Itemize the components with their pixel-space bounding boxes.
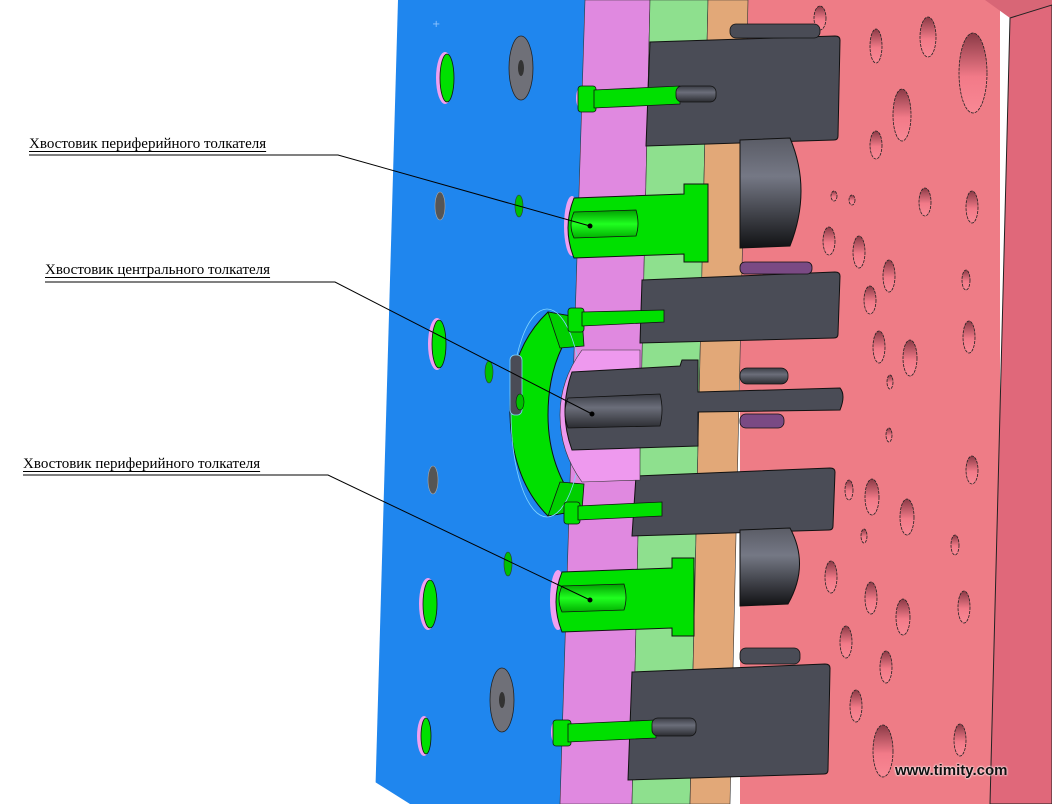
mould-plate-hole xyxy=(892,88,912,142)
leader-peripheral-top xyxy=(29,154,591,227)
clamp-plate-bottom-corner xyxy=(375,782,410,804)
screw-central-bottom xyxy=(563,501,663,525)
mould-plate-hole xyxy=(886,374,894,390)
mould-plate-hole xyxy=(885,427,893,443)
mould-plate-hole xyxy=(863,285,877,315)
mould-plate-face xyxy=(740,0,1000,804)
mould-plate-top-bevel xyxy=(985,0,1052,18)
ejector-screws xyxy=(551,85,717,747)
mould-plate-hole xyxy=(860,528,868,544)
mould-plate-hole xyxy=(918,187,932,217)
clamp-plate xyxy=(375,0,585,804)
mould-plate-hole xyxy=(958,32,988,114)
mould-plate-hole xyxy=(899,498,915,536)
leader-central xyxy=(45,281,593,415)
mould-plate-hole xyxy=(962,320,976,354)
mould-plate-side-face xyxy=(989,4,1052,804)
mould-plate-hole xyxy=(882,259,896,293)
peripheral-ejector-tail-bottom-part xyxy=(550,557,695,637)
callout-leaders xyxy=(23,154,595,603)
mould-plate-hole xyxy=(872,724,894,778)
mould-plate-hole xyxy=(864,478,880,516)
leader-peripheral-bottom xyxy=(23,474,591,601)
origin-marker: + xyxy=(432,19,440,30)
mould-plate-hole xyxy=(864,581,878,615)
mould-plate-hole xyxy=(844,479,854,501)
mould-plate-hole xyxy=(953,723,967,757)
clamp-plate-fasteners xyxy=(417,35,534,756)
mould-plate-holes xyxy=(813,5,988,778)
callout-peripheral-ejector-tail-bottom: Хвостовик периферийного толкателя xyxy=(23,456,261,472)
mould-plate-hole xyxy=(848,194,856,206)
mould-plate-hole xyxy=(919,16,937,58)
mould-plate-hole xyxy=(824,560,838,594)
mould-plate-hole xyxy=(852,235,866,269)
mould-plate-hole xyxy=(902,339,918,377)
mould-plate-hole xyxy=(957,590,971,624)
mould-plate-hole xyxy=(879,650,893,684)
peripheral-ejector-tail-top-part xyxy=(564,183,709,263)
mould-plate-hole xyxy=(869,28,883,64)
screw-bottom xyxy=(551,717,697,747)
watermark: www.timity.com xyxy=(895,762,1008,779)
mould-plate-hole xyxy=(965,455,979,485)
mould-plate-hole xyxy=(965,190,979,224)
screw-central-top xyxy=(567,307,665,333)
mould-plate-hole xyxy=(830,190,838,202)
mould-plate-hole xyxy=(895,598,911,636)
mould-plate-hole xyxy=(822,226,836,256)
steel-blocks xyxy=(627,23,841,781)
mould-plate-hole xyxy=(849,689,863,723)
mould-plate-hole xyxy=(869,130,883,160)
mould-plate-hole xyxy=(839,625,853,659)
callout-central-ejector-tail: Хвостовик центрального толкателя xyxy=(45,262,271,278)
mould-plate-hole xyxy=(950,534,960,556)
mould-plate-hole xyxy=(961,269,971,291)
callout-peripheral-ejector-tail-top: Хвостовик периферийного толкателя xyxy=(29,136,267,152)
mould-plate-hole xyxy=(872,330,886,364)
screw-top xyxy=(576,85,717,113)
